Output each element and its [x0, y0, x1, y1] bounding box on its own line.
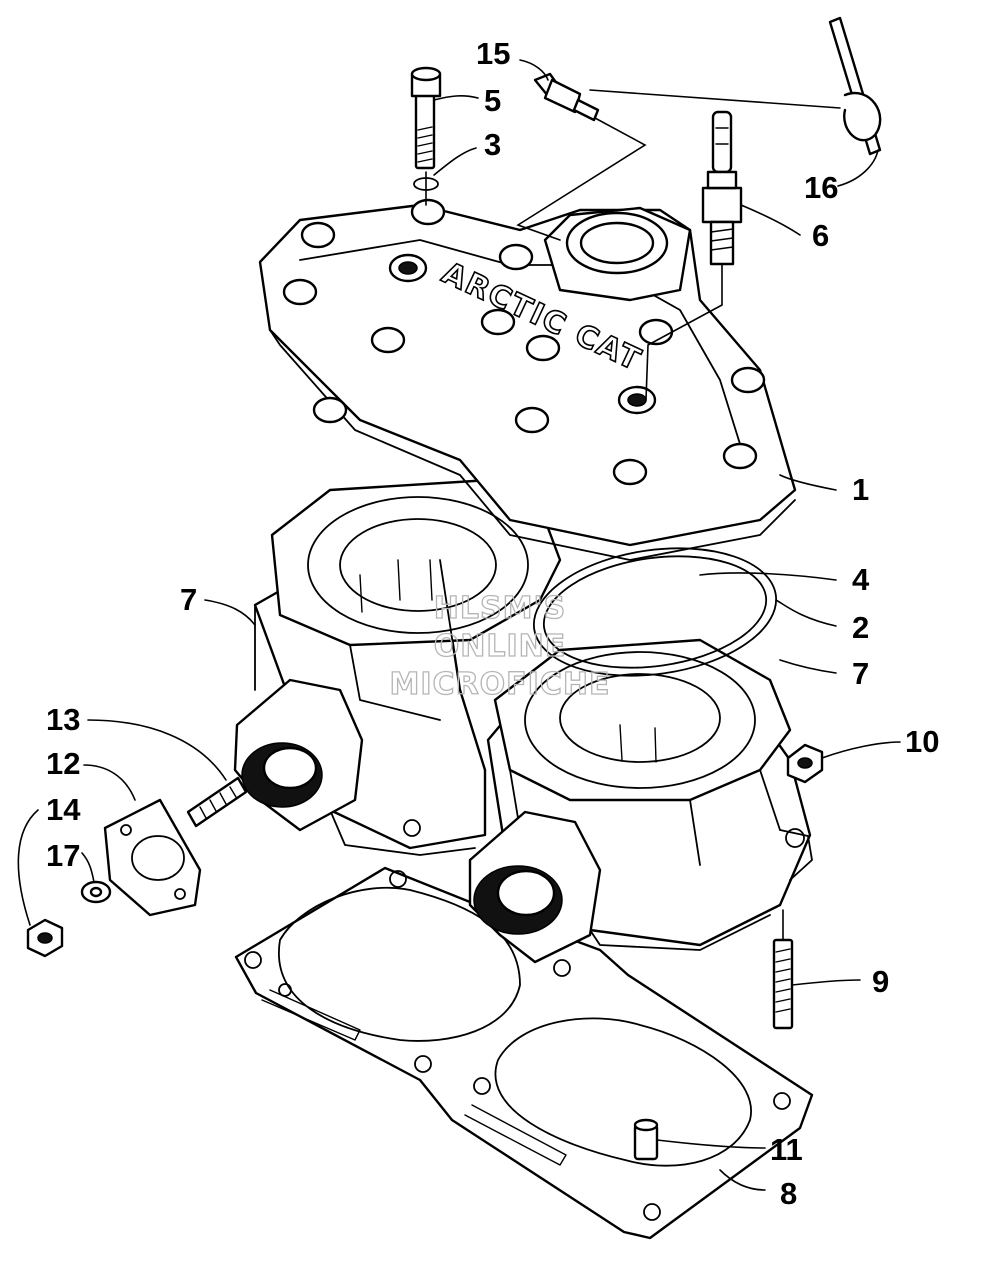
- callout-8: 8: [780, 1176, 797, 1211]
- temp-sensor: [533, 72, 600, 122]
- callout-5: 5: [484, 83, 501, 118]
- assembly-lines: [425, 89, 841, 941]
- watermark-line-2: ONLINE: [434, 629, 567, 664]
- spark-plug: [701, 110, 743, 266]
- callout-15: 15: [476, 36, 510, 71]
- callout-2: 2: [852, 610, 869, 645]
- callout-9: 9: [872, 964, 889, 999]
- stud-long: [772, 938, 794, 1030]
- cylinder-right: [468, 638, 813, 964]
- callout-4: 4: [852, 562, 870, 597]
- callout-7-left: 7: [180, 582, 197, 617]
- callout-1: 1: [852, 472, 869, 507]
- watermark-line-3: MICROFICHE: [390, 667, 611, 702]
- cylinder-left: [233, 478, 562, 856]
- dowel-pin: [633, 1118, 659, 1161]
- o-ring-and-gasket: [532, 547, 778, 677]
- callout-16: 16: [804, 170, 838, 205]
- callout-7-right: 7: [852, 656, 869, 691]
- watermark: HLSM'S ONLINE MICROFICHE: [389, 590, 611, 702]
- callout-17: 17: [46, 838, 80, 873]
- head-bolt: [410, 66, 442, 170]
- exhaust-gasket: [103, 798, 202, 917]
- stud-short: [186, 776, 248, 828]
- callout-11: 11: [770, 1132, 803, 1167]
- callout-labels: 1 2 3 4 5 6 7 7 8 9 10 11 12 13 14 15 16…: [46, 36, 939, 1211]
- lock-washer: [80, 880, 112, 904]
- callout-12: 12: [46, 746, 80, 781]
- cylinder-head: ARCTIC CAT: [258, 198, 797, 561]
- callout-13: 13: [46, 702, 80, 737]
- callout-6: 6: [812, 218, 829, 253]
- leader-lines: [17, 59, 901, 1191]
- nut: [26, 918, 64, 958]
- head-bolt-bosses: [282, 198, 766, 486]
- callout-14: 14: [46, 792, 81, 827]
- callout-10: 10: [905, 724, 939, 759]
- flange-nut: [786, 743, 824, 784]
- callout-3: 3: [484, 127, 501, 162]
- watermark-line-1: HLSM'S: [434, 591, 566, 626]
- cable-tie: [828, 16, 882, 156]
